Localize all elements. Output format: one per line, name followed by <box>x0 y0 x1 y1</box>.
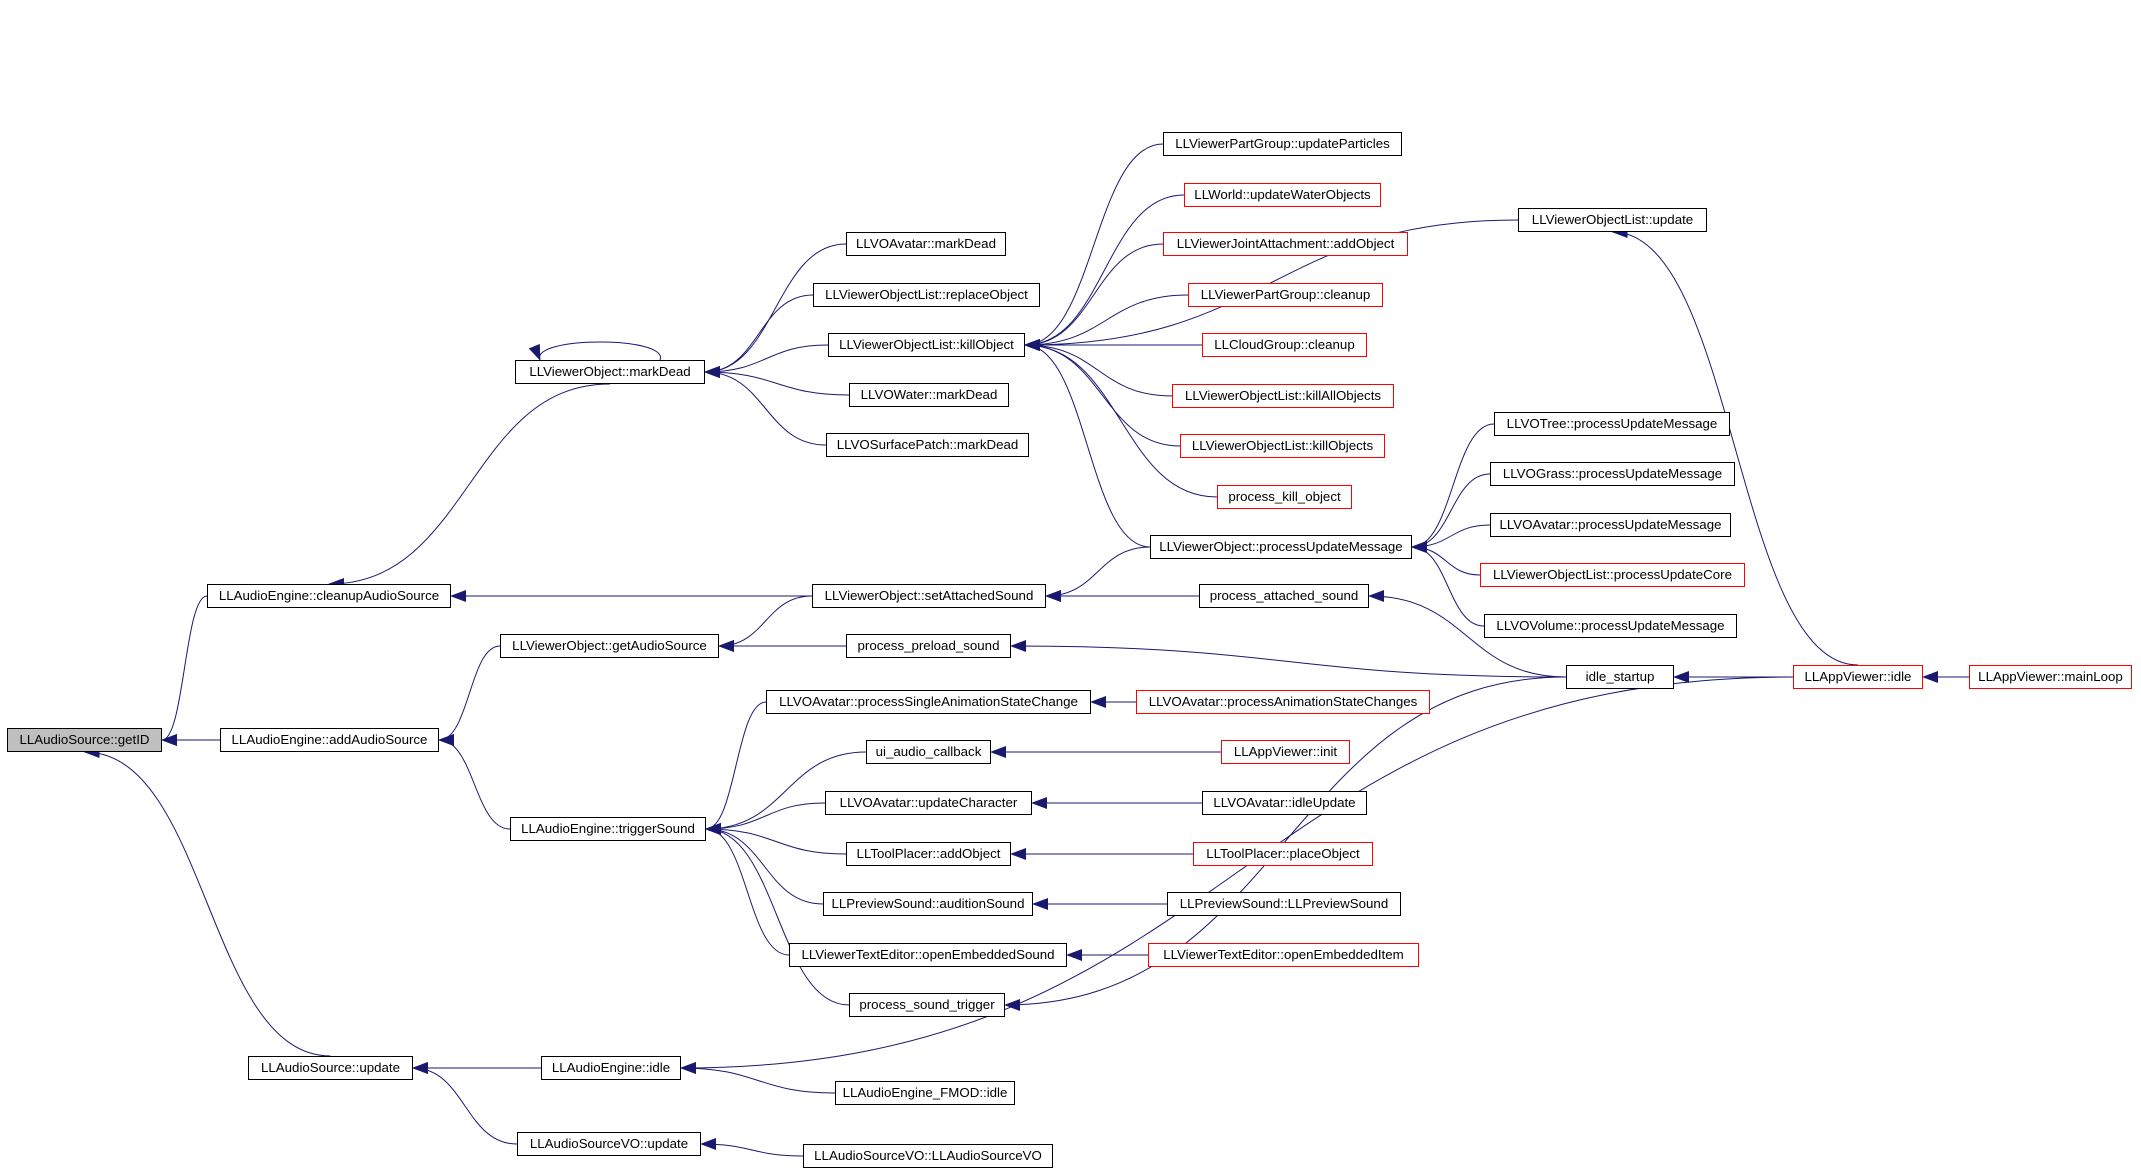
node-open-embedded-sound[interactable]: LLViewerTextEditor::openEmbeddedSound <box>789 943 1067 967</box>
node-kill-object[interactable]: LLViewerObjectList::killObject <box>828 333 1025 357</box>
node-app-viewer-idle[interactable]: LLAppViewer::idle <box>1793 665 1923 689</box>
node-grass-update-msg[interactable]: LLVOGrass::processUpdateMessage <box>1490 462 1735 486</box>
node-process-update-core[interactable]: LLViewerObjectList::processUpdateCore <box>1480 563 1745 587</box>
node-process-attached-sound[interactable]: process_attached_sound <box>1199 584 1369 608</box>
edge-obj-process-update-message-calls-set-attached-sound <box>1045 546 1151 602</box>
edge-app-viewer-idle-calls-engine-idle <box>680 676 1794 1074</box>
node-engine-idle[interactable]: LLAudioEngine::idle <box>541 1056 681 1080</box>
node-tool-add-object[interactable]: LLToolPlacer::addObject <box>846 842 1011 866</box>
node-volume-update-msg[interactable]: LLVOVolume::processUpdateMessage <box>1484 614 1737 638</box>
edge-open-embedded-sound-calls-trigger-sound <box>705 823 790 956</box>
node-obj-list-update[interactable]: LLViewerObjectList::update <box>1518 208 1707 232</box>
node-av-mark-dead[interactable]: LLVOAvatar::markDead <box>846 232 1006 256</box>
node-main-loop[interactable]: LLAppViewer::mainLoop <box>1969 665 2132 689</box>
edge-water-mark-dead-calls-obj-mark-dead <box>704 366 850 396</box>
node-part-group-cleanup[interactable]: LLViewerPartGroup::cleanup <box>1188 283 1383 307</box>
edge-kill-object-calls-obj-mark-dead <box>704 344 829 378</box>
edge-cleanup-audio-source-calls-get-id <box>161 595 208 746</box>
node-process-sound-trigger[interactable]: process_sound_trigger <box>849 993 1005 1017</box>
edge-joint-add-object-calls-kill-object <box>1024 243 1164 351</box>
edge-part-group-update-particles-calls-kill-object <box>1024 143 1164 351</box>
node-cloud-cleanup[interactable]: LLCloudGroup::cleanup <box>1202 333 1367 357</box>
node-place-object[interactable]: LLToolPlacer::placeObject <box>1193 842 1373 866</box>
edge-update-character-calls-trigger-sound <box>705 802 826 835</box>
node-kill-objects[interactable]: LLViewerObjectList::killObjects <box>1180 434 1385 458</box>
node-process-kill-object[interactable]: process_kill_object <box>1217 485 1352 509</box>
edge-set-attached-sound-calls-get-audio-source <box>718 595 813 652</box>
call-edges <box>83 143 1969 1157</box>
edge-trigger-sound-calls-add-audio-source <box>438 734 511 830</box>
node-idle-startup[interactable]: idle_startup <box>1566 665 1674 689</box>
edge-app-viewer-idle-calls-obj-list-update <box>1611 226 1859 666</box>
node-audition-sound[interactable]: LLPreviewSound::auditionSound <box>823 892 1033 916</box>
edge-part-group-cleanup-calls-kill-object <box>1024 294 1189 351</box>
edge-src-update-calls-get-id <box>83 746 331 1057</box>
edge-idle-startup-calls-process-preload-sound <box>1010 640 1567 678</box>
node-replace-object[interactable]: LLViewerObjectList::replaceObject <box>813 283 1040 307</box>
node-single-anim[interactable]: LLVOAvatar::processSingleAnimationStateC… <box>766 690 1091 714</box>
edge-fmod-idle-calls-engine-idle <box>680 1062 836 1094</box>
edge-volume-update-msg-calls-obj-process-update-message <box>1411 541 1485 627</box>
edge-idle-startup-calls-process-attached-sound <box>1368 590 1567 678</box>
node-kill-all-objects[interactable]: LLViewerObjectList::killAllObjects <box>1172 384 1394 408</box>
node-part-group-update-particles[interactable]: LLViewerPartGroup::updateParticles <box>1163 132 1402 156</box>
node-set-attached-sound[interactable]: LLViewerObject::setAttachedSound <box>812 584 1046 608</box>
edge-update-water-objects-calls-kill-object <box>1024 194 1185 351</box>
node-src-voctor[interactable]: LLAudioSourceVO::LLAudioSourceVO <box>803 1144 1053 1168</box>
edge-obj-list-update-calls-kill-object <box>1024 219 1519 351</box>
node-obj-mark-dead[interactable]: LLViewerObject::markDead <box>515 360 705 384</box>
node-process-preload-sound[interactable]: process_preload_sound <box>846 634 1011 658</box>
edge-replace-object-calls-obj-mark-dead <box>704 294 814 378</box>
node-update-character[interactable]: LLVOAvatar::updateCharacter <box>825 791 1032 815</box>
node-src-update[interactable]: LLAudioSource::update <box>248 1056 413 1080</box>
edge-tool-add-object-calls-trigger-sound <box>705 823 847 855</box>
edge-tree-update-msg-calls-obj-process-update-message <box>1411 423 1495 553</box>
node-tree-update-msg[interactable]: LLVOTree::processUpdateMessage <box>1494 412 1730 436</box>
edge-obj-mark-dead-calls-cleanup-audio-source <box>328 383 611 590</box>
edge-kill-all-objects-calls-kill-object <box>1024 339 1173 397</box>
edge-audition-sound-calls-trigger-sound <box>705 823 824 905</box>
node-update-water-objects[interactable]: LLWorld::updateWaterObjects <box>1184 183 1381 207</box>
edge-single-anim-calls-trigger-sound <box>705 701 767 835</box>
edge-obj-process-update-message-calls-kill-object <box>1024 339 1151 548</box>
node-surf-mark-dead[interactable]: LLVOSurfacePatch::markDead <box>826 433 1029 457</box>
node-add-audio-source[interactable]: LLAudioEngine::addAudioSource <box>220 728 439 752</box>
edge-process-update-core-calls-obj-process-update-message <box>1411 541 1481 576</box>
edge-ui-audio-callback-calls-trigger-sound <box>705 751 867 835</box>
node-app-viewer-init[interactable]: LLAppViewer::init <box>1221 740 1350 764</box>
node-anim-state-changes[interactable]: LLVOAvatar::processAnimationStateChanges <box>1136 690 1430 714</box>
edge-src-voctor-calls-src-voupdate <box>700 1138 804 1157</box>
edge-process-sound-trigger-calls-trigger-sound <box>705 823 850 1006</box>
edge-av-mark-dead-calls-obj-mark-dead <box>704 243 847 378</box>
node-get-id: LLAudioSource::getID <box>7 728 162 752</box>
node-src-voupdate[interactable]: LLAudioSourceVO::update <box>517 1132 701 1156</box>
edge-src-voupdate-calls-src-update <box>412 1062 518 1145</box>
edge-process-kill-object-calls-kill-object <box>1024 339 1218 498</box>
node-open-embedded-item[interactable]: LLViewerTextEditor::openEmbeddedItem <box>1148 943 1419 967</box>
node-avatar-update-msg[interactable]: LLVOAvatar::processUpdateMessage <box>1490 513 1731 537</box>
edge-surf-mark-dead-calls-obj-mark-dead <box>704 366 827 446</box>
node-av-idle-update[interactable]: LLVOAvatar::idleUpdate <box>1202 791 1367 815</box>
node-preview-sound-ctor[interactable]: LLPreviewSound::LLPreviewSound <box>1167 892 1401 916</box>
node-obj-process-update-message[interactable]: LLViewerObject::processUpdateMessage <box>1150 535 1412 559</box>
node-ui-audio-callback[interactable]: ui_audio_callback <box>866 740 991 764</box>
node-joint-add-object[interactable]: LLViewerJointAttachment::addObject <box>1163 232 1408 256</box>
node-get-audio-source[interactable]: LLViewerObject::getAudioSource <box>500 634 719 658</box>
node-fmod-idle[interactable]: LLAudioEngine_FMOD::idle <box>835 1081 1015 1105</box>
edge-get-audio-source-calls-add-audio-source <box>438 645 501 746</box>
edge-idle-startup-calls-process-sound-trigger <box>1004 676 1567 1011</box>
node-water-mark-dead[interactable]: LLVOWater::markDead <box>849 383 1009 407</box>
edge-obj-mark-dead-calls-obj-mark-dead <box>528 341 661 361</box>
node-cleanup-audio-source[interactable]: LLAudioEngine::cleanupAudioSource <box>207 584 451 608</box>
node-trigger-sound[interactable]: LLAudioEngine::triggerSound <box>510 817 706 841</box>
